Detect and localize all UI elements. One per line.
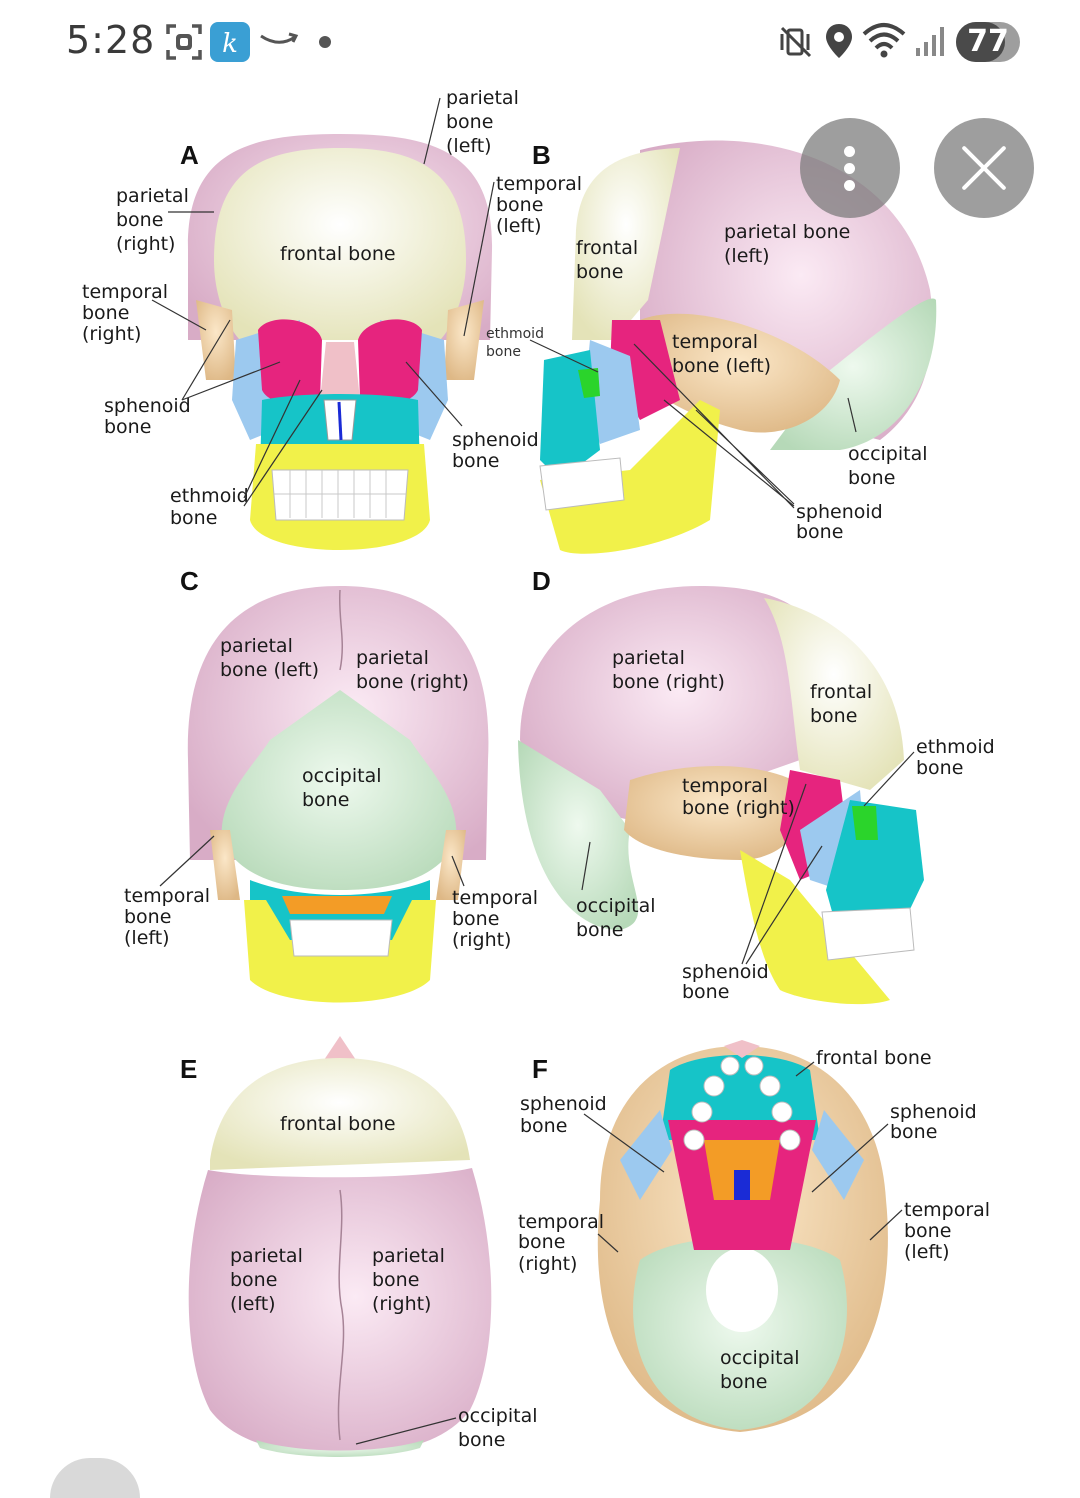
temporal-bone-shape bbox=[624, 766, 810, 860]
orbit-right-shape bbox=[258, 319, 322, 405]
occipital-bone-shape bbox=[518, 740, 639, 930]
label-e-parietal-right: parietal bone (right) bbox=[372, 1245, 451, 1315]
palatine-shape bbox=[282, 896, 392, 914]
occipital-bone-shape bbox=[221, 690, 457, 890]
label-b-parietal: parietal bone (left) bbox=[724, 221, 856, 267]
screenshot-icon bbox=[166, 24, 202, 60]
temporal-left-shape bbox=[210, 830, 240, 900]
label-a-ethmoid: ethmoid bone bbox=[170, 485, 255, 529]
mandible-shape bbox=[540, 400, 720, 554]
label-b-ethmoid: ethmoid bone bbox=[486, 326, 548, 360]
label-a-frontal: frontal bone bbox=[280, 243, 396, 265]
battery-percent: 77 bbox=[967, 24, 1009, 59]
zygomatic-left-shape bbox=[812, 1110, 864, 1200]
orbit-left-shape bbox=[358, 319, 422, 405]
panel-d: D parietal bone (right) frontal bone eth… bbox=[518, 566, 1001, 1005]
vomer-shape bbox=[734, 1170, 750, 1200]
frontal-bone-shape bbox=[214, 148, 466, 340]
teeth-shape bbox=[289, 919, 393, 957]
panel-letter-d: D bbox=[532, 566, 551, 596]
label-c-occipital: occipital bone bbox=[302, 765, 388, 811]
panel-a: A parietal bone (left) parietal bone (r bbox=[82, 87, 588, 550]
teeth-shape bbox=[271, 469, 409, 521]
label-e-occipital: occipital bone bbox=[458, 1405, 544, 1451]
temporal-bone-shape bbox=[640, 313, 840, 433]
label-e-frontal: frontal bone bbox=[280, 1113, 396, 1135]
status-time: 5:28 bbox=[66, 18, 156, 62]
battery-level bbox=[956, 22, 1006, 62]
label-f-temporal-left: temporal bone (left) bbox=[904, 1199, 996, 1263]
parietal-bone-shape bbox=[520, 586, 810, 820]
svg-text:k: k bbox=[222, 29, 238, 59]
label-a-parietal-right: parietal bone (right) bbox=[116, 185, 195, 255]
teeth-shape bbox=[683, 1056, 801, 1151]
label-a-sphenoid-right: sphenoid bone bbox=[104, 395, 197, 438]
signal-icon bbox=[916, 27, 944, 56]
label-b-temporal: temporal bone (left) bbox=[672, 331, 771, 377]
mandible-shape bbox=[740, 850, 890, 1005]
label-f-frontal: frontal bone bbox=[816, 1047, 932, 1069]
vibrate-off-icon bbox=[780, 26, 812, 58]
skull-bones-figure: A parietal bone (left) parietal bone (r bbox=[82, 87, 1001, 1457]
teeth-shape bbox=[821, 907, 915, 961]
occipital-bone-shape bbox=[256, 1440, 424, 1457]
panel-letter-e: E bbox=[180, 1054, 197, 1084]
battery-icon: 77 bbox=[956, 22, 1020, 62]
panel-f: F frontal bone sphenoid bone sphenoid bo… bbox=[518, 1040, 996, 1432]
teeth-shape bbox=[539, 457, 625, 511]
label-d-temporal: temporal bone (right) bbox=[682, 775, 795, 819]
panel-letter-a: A bbox=[180, 140, 199, 170]
parietal-bone-shape bbox=[188, 1168, 492, 1454]
label-a-temporal-left: temporal bone (left) bbox=[496, 173, 588, 237]
label-e-parietal-left: parietal bone (left) bbox=[230, 1245, 309, 1315]
wifi-icon bbox=[862, 23, 906, 58]
label-c-parietal-right: parietal bone (right) bbox=[356, 647, 469, 693]
amazon-icon bbox=[260, 32, 299, 44]
label-b-frontal: frontal bone bbox=[576, 237, 644, 283]
panel-letter-f: F bbox=[532, 1054, 548, 1084]
zygomatic-right-shape bbox=[620, 1110, 672, 1200]
occipital-bone-shape bbox=[633, 1237, 847, 1430]
panel-e: E frontal bone parietal bone (left) pari… bbox=[180, 1036, 544, 1457]
temporal-right-shape bbox=[196, 300, 236, 380]
label-a-temporal-right: temporal bone (right) bbox=[82, 281, 174, 345]
frontal-bone-shape bbox=[764, 598, 904, 790]
label-c-parietal-left: parietal bone (left) bbox=[220, 635, 319, 681]
notification-dot-icon bbox=[319, 36, 331, 48]
temporal-left-shape bbox=[444, 300, 484, 380]
label-d-ethmoid: ethmoid bone bbox=[916, 736, 1001, 779]
temporal-right-shape bbox=[436, 830, 466, 900]
location-icon bbox=[826, 24, 852, 58]
label-d-occipital: occipital bone bbox=[576, 895, 662, 941]
more-options-button[interactable] bbox=[800, 118, 900, 218]
kindle-app-icon: k bbox=[210, 22, 250, 62]
label-b-sphenoid: sphenoid bone bbox=[796, 501, 889, 543]
label-a-parietal-left: parietal bone (left) bbox=[446, 87, 525, 157]
frontal-bone-shape bbox=[572, 148, 680, 340]
nasal-shape bbox=[320, 342, 360, 400]
label-f-occipital: occipital bone bbox=[720, 1347, 806, 1393]
label-d-frontal: frontal bone bbox=[810, 681, 878, 727]
close-button[interactable] bbox=[934, 118, 1034, 218]
panel-c: C parietal bone (left) parietal bone (ri… bbox=[124, 566, 544, 1003]
label-c-temporal-left: temporal bone (left) bbox=[124, 885, 216, 949]
maxilla-shape bbox=[826, 800, 924, 940]
frontal-bone-shape bbox=[210, 1058, 470, 1170]
label-d-parietal: parietal bone (right) bbox=[612, 647, 725, 693]
zygomatic-shape bbox=[584, 340, 640, 444]
panel-letter-c: C bbox=[180, 566, 199, 596]
label-f-sphenoid-right: sphenoid bone bbox=[520, 1093, 613, 1137]
label-a-sphenoid-left: sphenoid bone bbox=[452, 429, 545, 472]
label-f-temporal-right: temporal bone (right) bbox=[518, 1211, 610, 1275]
foramen-magnum-shape bbox=[706, 1248, 778, 1332]
label-f-sphenoid-left: sphenoid bone bbox=[890, 1101, 983, 1143]
panel-letter-b: B bbox=[532, 140, 551, 170]
status-bar: 5:28 k 77 bbox=[0, 0, 1080, 84]
label-d-sphenoid: sphenoid bone bbox=[682, 961, 775, 1003]
nasal-shape bbox=[324, 1036, 356, 1060]
label-c-temporal-right: temporal bone (right) bbox=[452, 887, 544, 951]
label-b-occipital: occipital bone bbox=[848, 443, 934, 489]
